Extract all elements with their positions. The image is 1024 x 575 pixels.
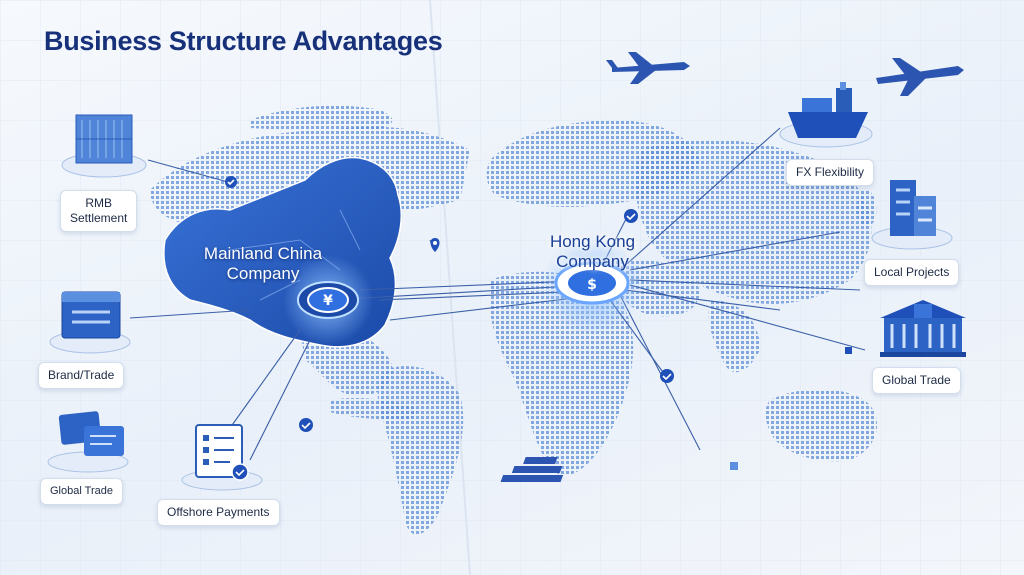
mainland-hub-label: Mainland China Company bbox=[188, 244, 338, 284]
check-marker-2 bbox=[624, 209, 638, 223]
check-marker-1 bbox=[225, 176, 237, 188]
paper-fold-line bbox=[429, 0, 471, 575]
connection-lines bbox=[129, 127, 866, 471]
airplane-icon-2 bbox=[876, 58, 964, 96]
airplane-icon bbox=[606, 52, 690, 84]
stacked-blocks-icon bbox=[500, 457, 738, 482]
svg-text:$: $ bbox=[587, 277, 597, 293]
rmb-label-line2: Settlement bbox=[70, 211, 128, 225]
continent-south-america bbox=[377, 366, 464, 535]
continent-north-top bbox=[250, 105, 393, 131]
page-title: Business Structure Advantages bbox=[44, 26, 443, 56]
hongkong-hub-line1: Hong Kong bbox=[549, 232, 636, 251]
office-building-icon bbox=[871, 180, 953, 250]
offshore-payments-label: Offshore Payments bbox=[157, 499, 280, 526]
checklist-document-icon bbox=[181, 424, 263, 491]
cargo-ship-icon bbox=[779, 82, 873, 148]
global-trade-label-left: Global Trade bbox=[40, 478, 123, 505]
check-marker-4 bbox=[299, 418, 313, 432]
rmb-label-line1: RMB bbox=[85, 196, 113, 210]
svg-text:¥: ¥ bbox=[323, 293, 333, 309]
mainland-hub-line2: Company bbox=[226, 264, 300, 283]
documents-icon bbox=[47, 411, 129, 473]
shipping-container-icon bbox=[61, 114, 147, 178]
global-trade-label-right: Global Trade bbox=[872, 367, 961, 394]
hk-dollar-icon: $ bbox=[554, 261, 630, 305]
yuan-icon: ¥ bbox=[297, 281, 359, 319]
hongkong-hub-label: Hong Kong Company bbox=[530, 232, 655, 272]
government-building-icon bbox=[880, 300, 966, 357]
fx-flexibility-label: FX Flexibility bbox=[786, 159, 875, 186]
local-projects-label: Local Projects bbox=[864, 259, 960, 286]
square-marker bbox=[845, 347, 852, 354]
rmb-settlement-label: RMB Settlement bbox=[60, 190, 138, 232]
mainland-hub-line1: Mainland China bbox=[203, 244, 323, 263]
hongkong-hub-line2: Company bbox=[556, 252, 629, 271]
brand-trade-label: Brand/Trade bbox=[38, 362, 125, 389]
continent-south-asia-right bbox=[708, 300, 760, 373]
continent-japan bbox=[856, 189, 877, 227]
location-pin-icon bbox=[430, 238, 440, 252]
check-marker-3 bbox=[660, 369, 674, 383]
continent-australia bbox=[765, 389, 878, 462]
product-box-icon bbox=[49, 291, 131, 354]
